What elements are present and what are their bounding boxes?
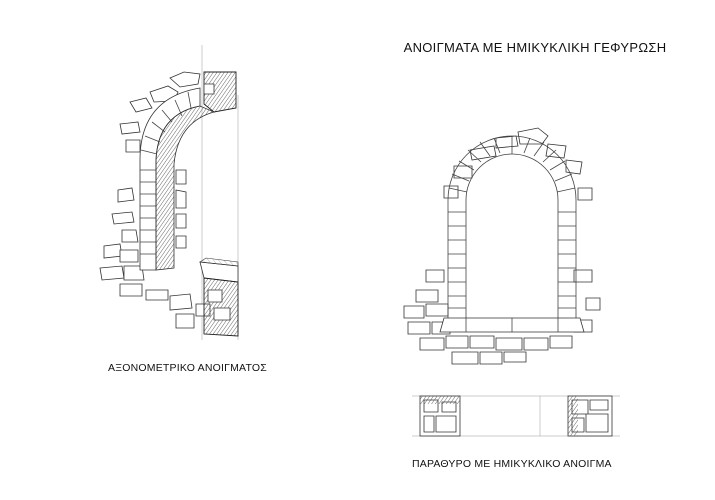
- arch-soffit: [155, 105, 216, 271]
- window-plan-section: [412, 395, 620, 437]
- arch-outer-outline: [447, 135, 577, 318]
- caption-window: ΠΑΡΑΘΥΡΟ ΜΕ ΗΜΙΚΥΚΛΙΚΟ ΑΝΟΙΓΜΑ: [412, 458, 612, 470]
- drawing-title: ΑΝΟΙΓΜΑΤΑ ΜΕ ΗΜΙΚΥΚΛΙΚΗ ΓΕΦΥΡΩΣΗ: [403, 40, 667, 55]
- caption-axonometric: ΑΞΟΝΟΜΕΤΡΙΚΟ ΑΝΟΙΓΜΑΤΟΣ: [108, 362, 267, 374]
- arch-inner-outline: [465, 153, 559, 318]
- wall-section-bottom: [203, 277, 239, 337]
- window-elevation-drawing: [403, 127, 620, 437]
- rubble-masonry-left: [99, 71, 211, 329]
- rubble-masonry-right: [403, 127, 601, 365]
- wall-section-top: [203, 71, 237, 113]
- axonometric-opening-drawing: [99, 45, 239, 340]
